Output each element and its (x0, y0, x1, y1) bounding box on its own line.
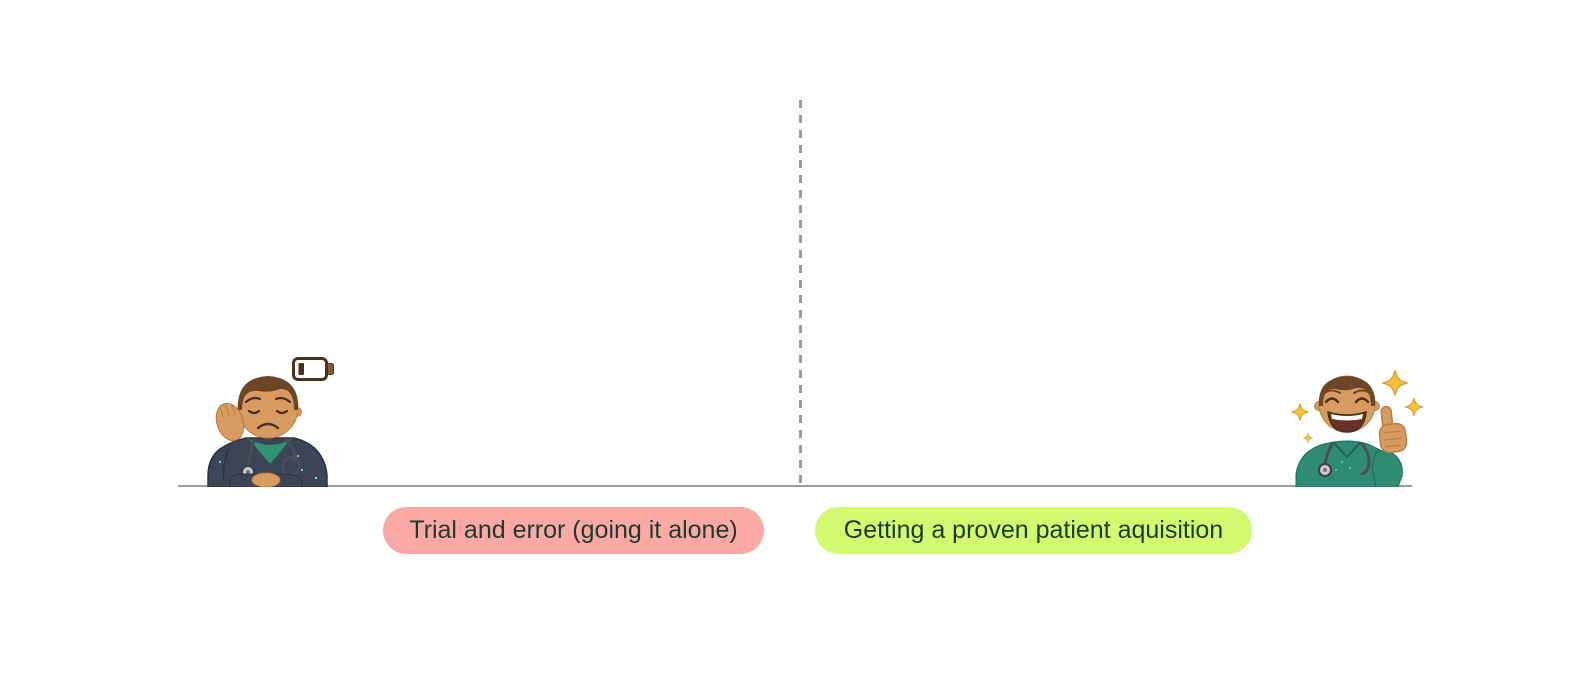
happy-doctor-svg (1290, 369, 1424, 487)
closed-eye-left (247, 409, 261, 415)
center-dashed-divider (799, 100, 802, 488)
happy-doctor-thumbs-up-emoji (1272, 360, 1424, 487)
hair (1318, 376, 1376, 406)
happy-eye-left (1324, 397, 1340, 404)
teeth (1331, 414, 1363, 421)
happy-eye-right (1354, 397, 1370, 404)
right-label-pill: Getting a proven patient aquisition (815, 507, 1252, 554)
right-label-text: Getting a proven patient aquisition (843, 516, 1224, 544)
facepalm-hand (215, 402, 245, 442)
eyebrow-left (1323, 389, 1341, 394)
tired-doctor-facepalm-emoji (200, 350, 340, 487)
baseline-line (178, 485, 1412, 487)
sad-eyebrow-right (274, 396, 292, 404)
left-label-text: Trial and error (going it alone) (409, 516, 738, 544)
closed-eye-right (275, 409, 289, 415)
doctor-head (1314, 375, 1380, 433)
low-battery-icon (292, 357, 334, 381)
thumbs-up-hand (1371, 405, 1408, 487)
hair (237, 376, 299, 410)
tired-doctor-svg (207, 357, 334, 487)
left-label-pill: Trial and error (going it alone) (383, 507, 764, 554)
stethoscope-icon (1318, 442, 1371, 477)
resting-forearm (229, 472, 303, 487)
frown-mouth (256, 422, 280, 430)
sad-eyebrow-left (244, 396, 262, 404)
doctor-head (237, 376, 302, 439)
eyebrow-right (1353, 389, 1371, 394)
